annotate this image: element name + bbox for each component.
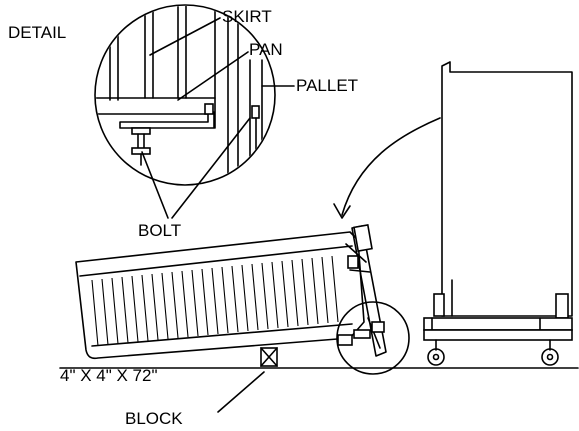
block-leader bbox=[217, 371, 265, 413]
detail-circle bbox=[94, 4, 276, 186]
detail-view bbox=[94, 4, 295, 219]
label-pallet: PALLET bbox=[296, 76, 358, 95]
label-block-size: 4" X 4" X 72" bbox=[60, 366, 158, 385]
tip-direction-arrow bbox=[333, 117, 441, 219]
upright-unit bbox=[423, 61, 573, 366]
unit-slats bbox=[91, 255, 339, 347]
label-bolt: BOLT bbox=[138, 221, 181, 240]
label-skirt: SKIRT bbox=[222, 7, 272, 26]
label-block: BLOCK bbox=[125, 409, 183, 428]
detail-callout-circle bbox=[336, 301, 410, 375]
tipped-unit bbox=[75, 224, 387, 360]
label-pan: PAN bbox=[249, 40, 283, 59]
support-block bbox=[260, 347, 278, 367]
label-detail: DETAIL bbox=[8, 23, 66, 42]
callout-parts bbox=[337, 317, 385, 349]
